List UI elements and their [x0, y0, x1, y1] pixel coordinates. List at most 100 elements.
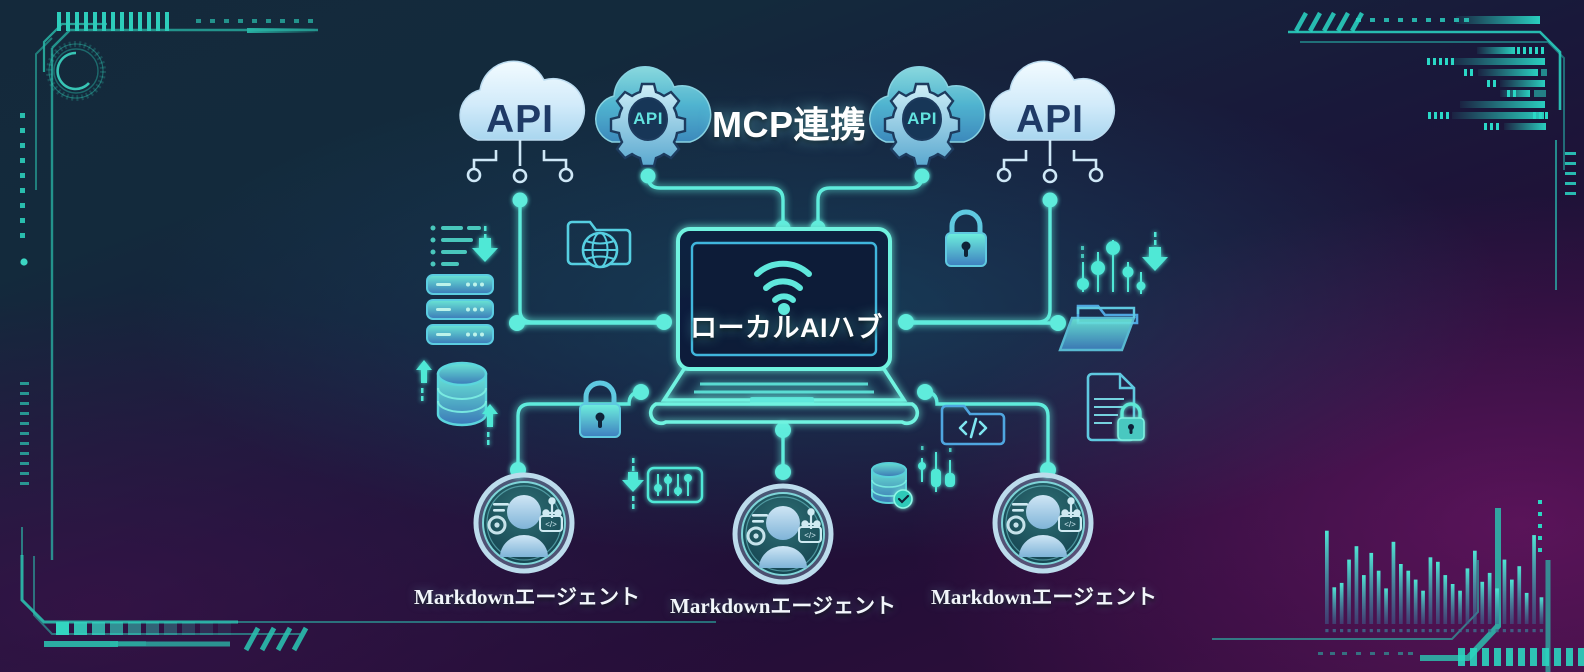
lock-icon	[579, 380, 621, 438]
slider-controls-icon	[1077, 240, 1146, 294]
code-folder-icon	[940, 404, 1006, 446]
open-folder-icon	[1058, 304, 1139, 352]
chart-bar	[1539, 597, 1544, 624]
verified-badge-icon	[893, 489, 913, 509]
hud-right-dot-column	[1538, 500, 1542, 552]
download-arrow-icon	[622, 458, 644, 509]
hud-left-dash-column	[20, 382, 29, 485]
agent-badge-1[interactable]: </>	[473, 472, 575, 574]
hud-corner-bottom-left	[20, 527, 716, 652]
hud-fading-blocks	[56, 622, 231, 635]
chart-bar	[1347, 559, 1351, 624]
chart-baseline-dot	[1502, 629, 1506, 633]
chart-baseline-dot	[1377, 629, 1381, 633]
chart-bar	[1443, 575, 1448, 624]
chart-bar	[1480, 581, 1485, 624]
upload-arrow-icon	[482, 404, 498, 445]
lock-icon	[945, 209, 987, 267]
page-title: MCP連携	[712, 104, 867, 145]
hud-dot-row-bottom	[1318, 652, 1413, 655]
code-tag-icon: </>	[798, 526, 822, 543]
api-cloud-label-2: API	[633, 109, 663, 128]
laptop-keyboard	[694, 382, 874, 394]
hud-tick-bars	[57, 12, 169, 31]
chart-bar	[1413, 579, 1418, 624]
hud-right-dash-column	[1565, 152, 1576, 195]
chart-bar	[1450, 584, 1455, 624]
gear-icon	[487, 515, 507, 535]
download-arrow-icon	[472, 226, 498, 262]
chart-bar	[1406, 570, 1411, 624]
agent-label-1: Markdownエージェント	[414, 585, 640, 609]
chart-bar	[1524, 592, 1529, 624]
avatar	[1019, 495, 1067, 557]
api-cloud-3-gear[interactable]	[869, 66, 986, 168]
chart-bar	[1384, 588, 1388, 624]
hud-corner-top-left	[20, 12, 318, 560]
avatar	[500, 495, 548, 557]
chart-bar	[1339, 582, 1344, 624]
equalizer-panel-icon	[646, 466, 704, 504]
chart-bar	[1510, 579, 1514, 624]
wifi-icon	[754, 260, 812, 303]
chart-bar	[1487, 572, 1492, 624]
chart-bar	[1376, 570, 1381, 624]
api-cloud-label-1: API	[485, 98, 555, 141]
gear-icon	[746, 526, 766, 546]
gear-icon	[883, 82, 961, 168]
hud-data-bars	[1427, 47, 1548, 130]
svg-text:</>: </>	[545, 520, 557, 529]
chart-bar	[1399, 564, 1403, 624]
chart-bar	[1428, 557, 1433, 624]
database-verified-icon	[871, 462, 913, 509]
chart-baseline-dot	[1532, 629, 1536, 633]
gear-icon	[609, 82, 687, 168]
chart-bar	[1517, 566, 1522, 624]
chart-bar	[1465, 568, 1470, 624]
cloud-circuit-connector	[996, 140, 1104, 184]
chart-baseline-dot	[1517, 629, 1521, 633]
chart-baseline-dot	[1399, 629, 1403, 633]
branch-icon	[1061, 497, 1081, 518]
chart-baseline-dot	[1354, 629, 1358, 633]
lines-icon	[493, 503, 509, 512]
chart-bar	[1325, 530, 1329, 624]
chart-baseline-dot	[1473, 629, 1477, 633]
cloud-circuit-connector	[466, 140, 574, 184]
local-ai-hub-laptop[interactable]	[648, 227, 920, 426]
hud-bottom-right-ticks	[1458, 648, 1584, 666]
upload-arrow-icon	[416, 360, 432, 401]
chart-bar	[1495, 588, 1499, 624]
equalizer-bar-chart	[1325, 530, 1544, 633]
code-tag-icon: </>	[1058, 515, 1082, 532]
hud-hatch-marks	[1294, 11, 1364, 33]
chart-baseline-dot	[1436, 629, 1440, 633]
agent-label-3: Markdownエージェント	[931, 585, 1157, 609]
agent-badge-3[interactable]: </>	[992, 472, 1094, 574]
chart-bar	[1391, 541, 1396, 624]
api-cloud-4[interactable]	[989, 60, 1116, 184]
chart-bar	[1436, 561, 1440, 624]
folder-globe-icon	[566, 220, 632, 269]
chart-baseline-dot	[1369, 629, 1373, 633]
hud-left-dot-column	[20, 113, 25, 238]
chart-baseline-dot	[1458, 629, 1462, 633]
download-arrow-icon	[1142, 232, 1168, 271]
server-stack-icon	[426, 274, 494, 345]
api-cloud-2-gear[interactable]	[595, 66, 712, 168]
chart-baseline-dot	[1451, 629, 1455, 633]
agent-badge-2[interactable]: </>	[732, 483, 834, 585]
chart-bar	[1354, 546, 1359, 624]
chart-baseline-dot	[1332, 629, 1336, 633]
svg-text:</>: </>	[804, 531, 816, 540]
chart-baseline-dot	[1384, 629, 1388, 633]
signal-bars-icon	[918, 446, 955, 492]
chart-baseline-dot	[1428, 629, 1432, 633]
agent-label-2: Markdownエージェント	[670, 594, 896, 618]
api-cloud-1[interactable]	[459, 60, 586, 184]
chart-bar	[1473, 550, 1477, 624]
code-tag-icon: </>	[539, 515, 563, 532]
